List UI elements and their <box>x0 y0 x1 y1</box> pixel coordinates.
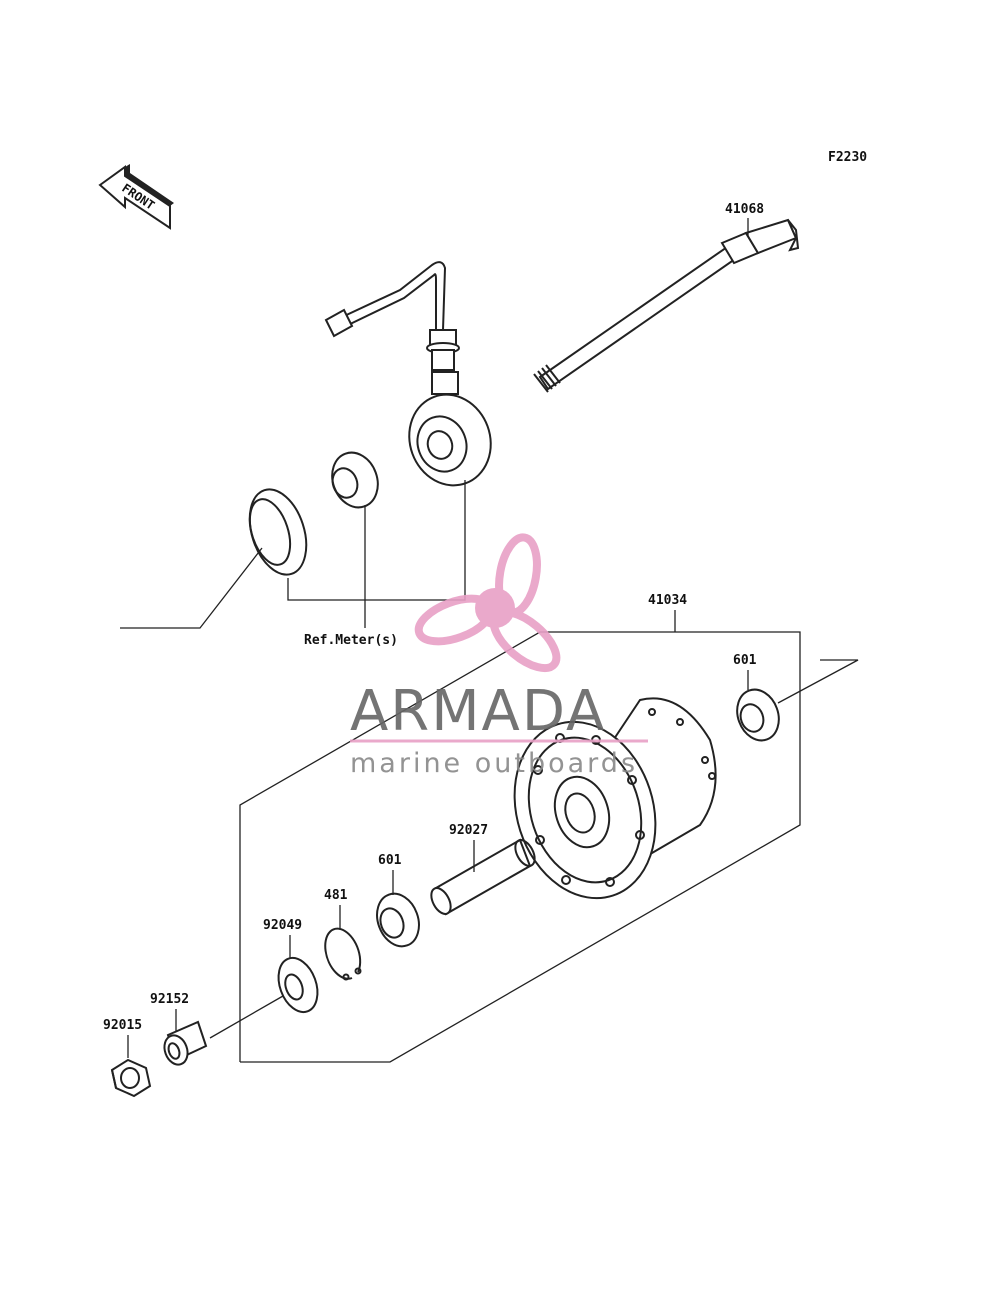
oil-seal <box>277 956 319 1014</box>
figure-code: F2230 <box>828 150 867 165</box>
part-label-601-left: 601 <box>378 853 402 868</box>
speedometer-gear-housing <box>408 393 492 487</box>
part-label-92152: 92152 <box>150 992 189 1007</box>
part-label-92015: 92015 <box>103 1018 142 1033</box>
bearing-left <box>376 892 420 948</box>
circlip <box>324 927 362 981</box>
propeller-logo-icon <box>414 533 561 673</box>
part-label-481: 481 <box>324 888 348 903</box>
wheel-hub <box>513 697 717 900</box>
watermark-brand: ARMADA <box>350 679 606 744</box>
hub-group-bracket <box>239 610 801 1063</box>
part-label-41068: 41068 <box>725 202 764 217</box>
collar <box>163 995 284 1066</box>
bearing-right <box>736 659 859 742</box>
axle <box>533 218 800 393</box>
watermark-tagline: marine outboards <box>350 748 638 779</box>
part-label-41034: 41034 <box>648 593 687 608</box>
armada-watermark: ARMADA marine outboards <box>350 533 648 779</box>
part-label-601-right: 601 <box>733 653 757 668</box>
part-label-92027: 92027 <box>449 823 488 838</box>
ref-meter-leaders <box>120 480 466 629</box>
speedometer-gear <box>331 451 379 509</box>
front-arrow-icon: FRONT <box>98 164 174 230</box>
nut <box>110 1058 152 1098</box>
dust-seal <box>248 488 308 576</box>
speedometer-cable <box>324 261 460 395</box>
spacer-tube <box>430 838 536 916</box>
part-label-92049: 92049 <box>263 918 302 933</box>
ref-meter-note: Ref.Meter(s) <box>304 633 398 648</box>
